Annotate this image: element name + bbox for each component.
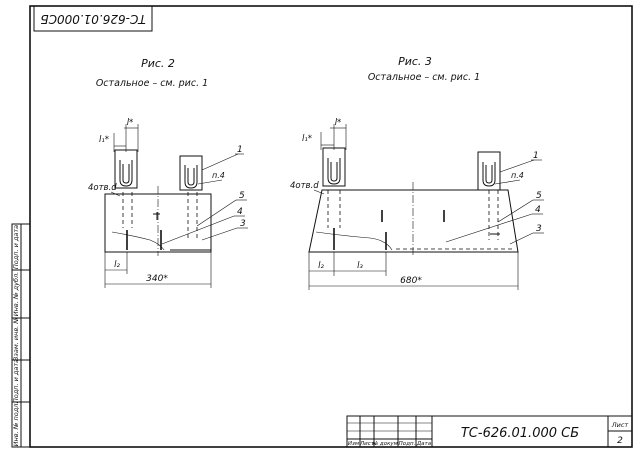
figure-2: Рис. 2 Остальное – см. рис. 1	[88, 57, 248, 288]
title-designation: ТС-626.01.000 СБ	[461, 426, 579, 441]
fig2-callout-5: 5	[239, 191, 245, 201]
fig2-bolt-right	[179, 155, 203, 191]
fig3-callout-1: 1	[533, 151, 539, 161]
fig3-label-4otv: 4отв.d	[290, 181, 319, 191]
title-col-izm: Изм	[348, 441, 359, 447]
title-sheet-label: Лист	[611, 421, 629, 429]
title-col-dokum: № докум.	[371, 441, 399, 447]
fig3-bolt-left	[322, 147, 346, 187]
fig2-callout-4: 4	[237, 207, 243, 217]
side-stamp-cell-3: Взам. инв. №	[12, 317, 20, 361]
fig3-dim-l1-star: l₁*	[302, 134, 312, 144]
fig3-dim-l2: l₂	[318, 261, 324, 271]
fig3-dim-width: 680*	[400, 276, 422, 286]
side-stamp-cell-5: Подп. и дата	[12, 225, 20, 269]
fig3-callout-3: 3	[536, 224, 542, 234]
title-sheet-number: 2	[617, 436, 623, 446]
fig3-label-p4: п.4	[511, 171, 524, 180]
figure-3: Рис. 3 Остальное – см. рис. 1	[290, 55, 544, 290]
fig3-callout-4: 4	[535, 205, 541, 215]
fig3-title: Рис. 3	[398, 55, 432, 68]
fig2-note: Остальное – см. рис. 1	[96, 78, 208, 89]
fig2-dim-width: 340*	[146, 274, 168, 284]
fig2-callout-3: 3	[240, 219, 246, 229]
fig3-dim-l3: l₃	[357, 261, 363, 271]
fig3-callout-5: 5	[536, 191, 542, 201]
top-stamp: ТС-626.01.000СБ	[33, 5, 153, 32]
fig2-label-p4: п.4	[212, 171, 225, 180]
title-col-podp: Подп.	[399, 441, 416, 447]
title-block: Изм Лист № докум. Подп. Дата ТС-626.01.0…	[346, 415, 633, 448]
fig2-callout-1: 1	[237, 145, 243, 155]
side-stamp-cell-2: Подп. и дата	[12, 359, 20, 403]
side-stamp-cell-1: Инв. № подл.	[12, 402, 20, 447]
title-col-list: Лист	[359, 441, 375, 447]
fig2-dim-l-star: l*	[127, 118, 134, 128]
title-col-data: Дата	[416, 441, 432, 447]
top-stamp-text: ТС-626.01.000СБ	[40, 12, 145, 26]
side-stamp: Подп. и дата Инв. № дубл. Взам. инв. № П…	[11, 223, 31, 448]
fig3-note: Остальное – см. рис. 1	[368, 72, 480, 83]
fig2-dim-l2: l₂	[114, 260, 120, 270]
fig2-bolt-left	[114, 149, 139, 195]
fig2-dim-l1-star: l₁*	[99, 135, 109, 145]
fig3-dim-l-star: l*	[335, 118, 342, 128]
fig3-bolt-right	[477, 151, 501, 191]
fig2-label-4otv: 4отв.d	[88, 183, 117, 193]
side-stamp-cell-4: Инв. № дубл.	[12, 272, 20, 316]
fig2-title: Рис. 2	[141, 57, 175, 70]
